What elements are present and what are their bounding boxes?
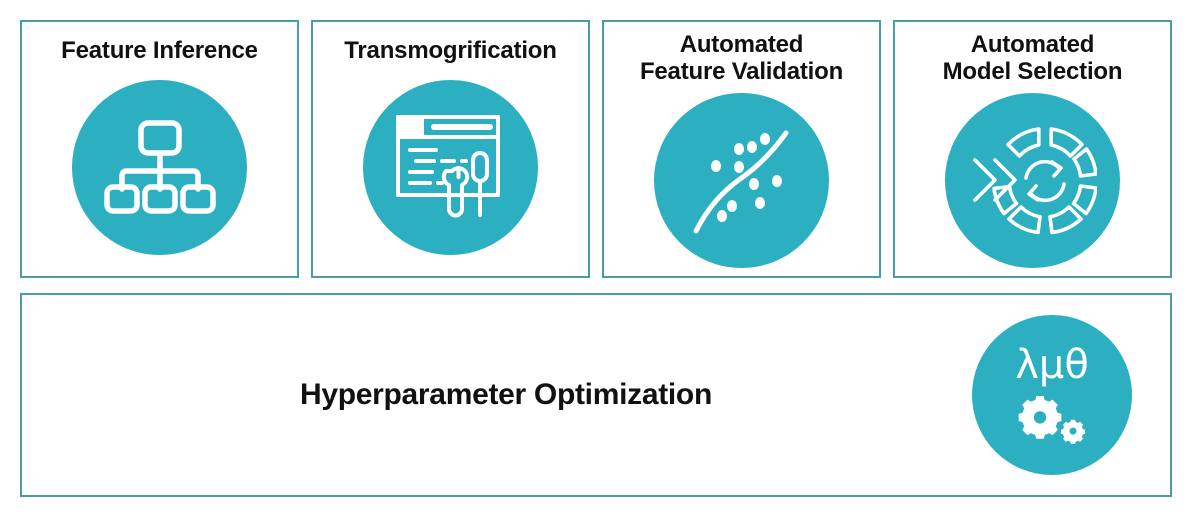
card-title: Transmogrification xyxy=(344,37,557,64)
capability-card-feature-inference[interactable]: Feature Inference xyxy=(20,20,299,278)
card-title: Automated Feature Validation xyxy=(639,31,844,85)
greek-letters-gears-icon: λμθ xyxy=(993,336,1111,454)
icon-circle xyxy=(72,79,247,255)
card-title: Feature Inference xyxy=(61,37,258,64)
card-icon-wrap xyxy=(313,65,588,276)
capability-card-automated-feature-validation[interactable]: Automated Feature Validation xyxy=(602,20,881,278)
card-icon-wrap xyxy=(22,65,297,276)
card-title: Automated Model Selection xyxy=(942,31,1123,85)
icon-circle: λμθ xyxy=(972,315,1132,475)
capability-card-row: Feature Inference xyxy=(20,20,1172,278)
hyperparameter-optimization-banner[interactable]: Hyperparameter Optimization λμθ xyxy=(20,293,1172,497)
icon-circle xyxy=(945,93,1120,269)
hierarchy-tree-icon xyxy=(103,117,216,217)
capability-card-automated-model-selection[interactable]: Automated Model Selection xyxy=(893,20,1172,278)
icon-circle xyxy=(363,79,538,255)
banner-title: Hyperparameter Optimization xyxy=(299,378,712,411)
card-icon-wrap xyxy=(604,86,879,276)
scatter-plot-trendline-icon xyxy=(682,121,802,241)
card-icon-wrap xyxy=(895,86,1170,276)
greek-letters-label: λμθ xyxy=(1015,342,1089,388)
segmented-wheel-refresh-icon xyxy=(969,122,1097,240)
icon-circle xyxy=(654,93,829,269)
code-window-tools-icon xyxy=(392,111,510,223)
capability-card-transmogrification[interactable]: Transmogrification xyxy=(311,20,590,278)
